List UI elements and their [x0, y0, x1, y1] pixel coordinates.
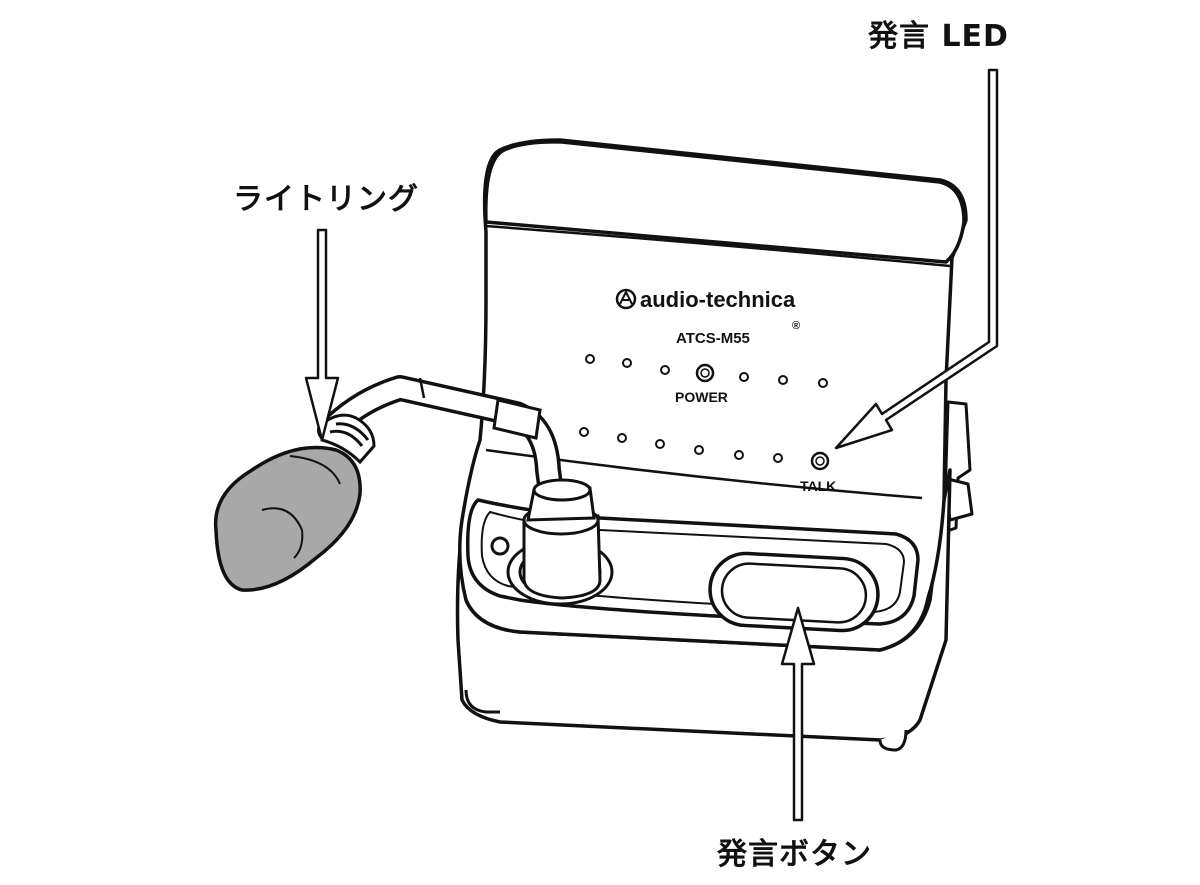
mic-base [522, 478, 602, 600]
callout-talk-led: 発言 LED [868, 19, 1009, 54]
mic-head [213, 445, 362, 592]
callout-talk-button: 発言ボタン [717, 837, 872, 872]
light-ring [320, 413, 376, 465]
power-led [695, 363, 715, 383]
device-top-cap [484, 140, 966, 264]
top-cap-edge [485, 224, 951, 268]
model-number: ATCS-M55 [676, 330, 750, 347]
light-ring-arrow [304, 228, 340, 442]
talk-led-arrow [834, 68, 999, 450]
talk-button[interactable] [708, 551, 880, 633]
gooseneck [317, 375, 565, 513]
lower-led-row [579, 427, 783, 463]
registered-mark: ® [792, 320, 800, 332]
brand-name: audio-technica [640, 287, 796, 312]
brand-logo: audio-technica ® ATCS-M55 [615, 287, 800, 347]
talk-label: TALK [800, 478, 836, 494]
talk-led [810, 451, 830, 471]
talk-button-arrow [780, 606, 816, 822]
gooseneck-collar [492, 398, 542, 440]
callout-light-ring: ライトリング [233, 182, 419, 217]
power-label: POWER [675, 389, 728, 405]
device-feet [464, 689, 908, 752]
upper-led-row [585, 354, 828, 388]
